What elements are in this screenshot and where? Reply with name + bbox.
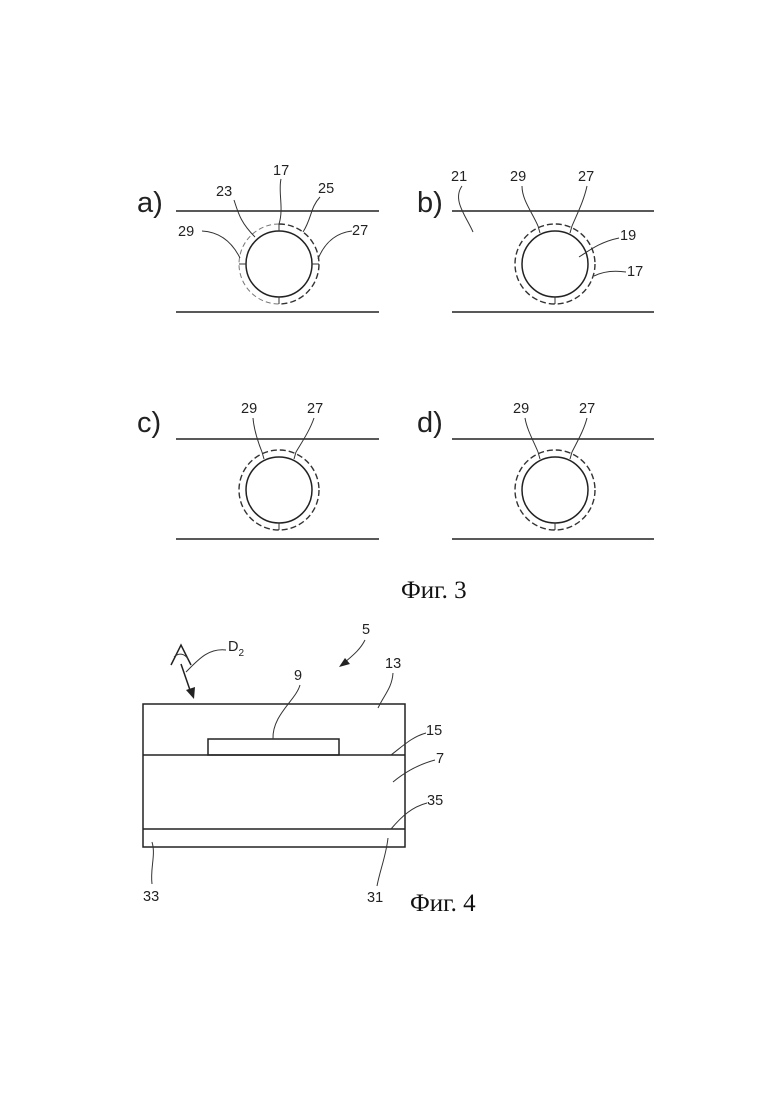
ref-31: 31 [367, 890, 383, 906]
panel-c-outer-dashed-circle [239, 450, 319, 530]
panel-a-letter: a) [137, 187, 163, 219]
panel-c: c) 29 27 [137, 401, 379, 539]
panel-c-leader-27 [296, 418, 314, 452]
panel-b-leader-27 [572, 186, 587, 226]
ref-7: 7 [436, 751, 444, 767]
panel-a-ref-17: 17 [273, 163, 289, 179]
panel-a-inner-circle [246, 231, 312, 297]
panel-b-ref-29: 29 [510, 169, 526, 185]
panel-b-inner-circle [522, 231, 588, 297]
ref-35: 35 [427, 793, 443, 809]
panel-a-ref-23: 23 [216, 184, 232, 200]
ref-15: 15 [426, 723, 442, 739]
ref-33: 33 [143, 889, 159, 905]
panel-d-outer-dashed-circle [515, 450, 595, 530]
figure-4-caption: Фиг. 4 [410, 890, 476, 917]
element-9 [208, 739, 339, 755]
ref-d2: D2 [228, 639, 244, 659]
leader-9 [273, 685, 300, 739]
panel-a-ref-27: 27 [352, 223, 368, 239]
leader-13 [378, 673, 393, 708]
leader-5 [344, 640, 365, 663]
panel-a-leader-27 [318, 231, 352, 259]
panel-c-leader-29 [253, 418, 262, 452]
panel-d-letter: d) [417, 407, 443, 439]
leader-31 [377, 838, 388, 886]
panel-a-leader-23 [234, 200, 255, 237]
panel-d-leader-29 [525, 418, 538, 452]
ref-9: 9 [294, 668, 302, 684]
leader-7 [393, 760, 435, 782]
leader-35 [391, 803, 427, 829]
panel-b-leader-19 [579, 238, 619, 257]
panel-b-letter: b) [417, 187, 443, 219]
leader-33 [152, 842, 154, 884]
panel-b-leader-29 [522, 186, 538, 226]
eye-icon-outline [171, 645, 191, 665]
panel-a-ref-25: 25 [318, 181, 334, 197]
panel-d-inner-circle [522, 457, 588, 523]
leader-d2 [186, 650, 226, 672]
panel-a: a) 17 23 25 29 27 [137, 163, 379, 312]
leader-15 [391, 733, 426, 755]
ref-13: 13 [385, 656, 401, 672]
panel-b-leader-17 [594, 271, 626, 276]
ref-5: 5 [362, 622, 370, 638]
panel-d-leader-27 [572, 418, 587, 452]
panel-b-leader-21 [459, 186, 473, 232]
figure-3: a) 17 23 25 29 27 b) [137, 163, 654, 604]
panel-c-ref-27: 27 [307, 401, 323, 417]
panel-c-ref-29: 29 [241, 401, 257, 417]
panel-b-ref-19: 19 [620, 228, 636, 244]
panel-b: b) 21 29 27 19 17 [417, 169, 654, 312]
panel-a-ref-29: 29 [178, 224, 194, 240]
figure-3-caption: Фиг. 3 [401, 577, 467, 604]
panel-d-ref-29: 29 [513, 401, 529, 417]
panel-c-inner-circle [246, 457, 312, 523]
panel-b-ref-17: 17 [627, 264, 643, 280]
panel-c-letter: c) [137, 407, 161, 439]
device-outline [143, 704, 405, 847]
panel-a-leader-25 [303, 197, 320, 232]
figure-4: D2 5 9 13 15 7 35 33 31 Фиг. 4 [143, 622, 476, 917]
panel-b-outer-dashed-circle [515, 224, 595, 304]
panel-b-ref-21: 21 [451, 169, 467, 185]
panel-b-ref-27: 27 [578, 169, 594, 185]
panel-a-leader-17 [279, 179, 281, 224]
panel-d: d) 29 27 [417, 401, 654, 539]
eye-icon [171, 645, 191, 665]
view-direction-arrowhead [186, 687, 195, 699]
panel-d-ref-27: 27 [579, 401, 595, 417]
panel-a-leader-29 [202, 231, 240, 258]
